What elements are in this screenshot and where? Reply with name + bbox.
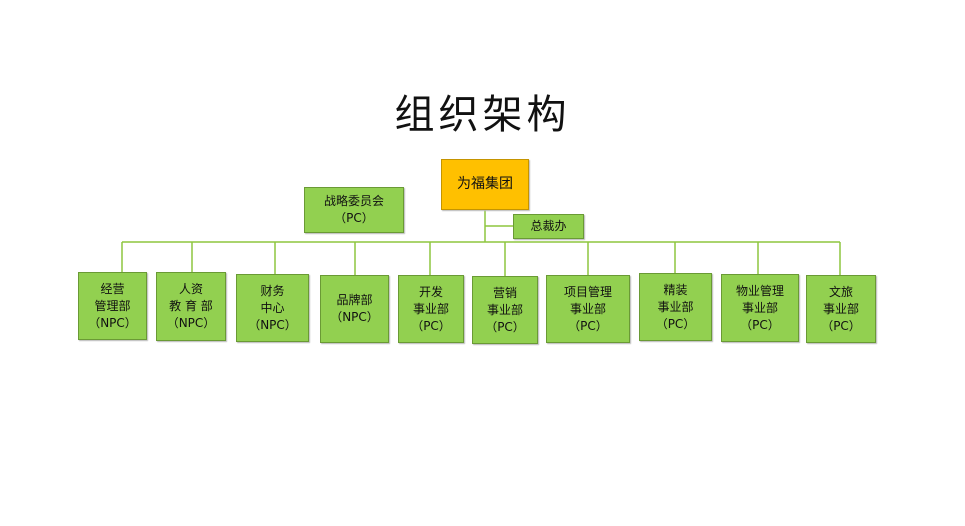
node-department[interactable]: 财务 中心 （NPC）: [236, 274, 309, 342]
node-department[interactable]: 营销 事业部 （PC）: [472, 276, 538, 344]
node-department[interactable]: 人资 教 育 部 （NPC）: [156, 272, 226, 341]
node-department[interactable]: 项目管理 事业部 （PC）: [546, 275, 630, 343]
node-department[interactable]: 经营 管理部 （NPC）: [78, 272, 147, 340]
node-department[interactable]: 品牌部 （NPC）: [320, 275, 389, 343]
node-department[interactable]: 精装 事业部 （PC）: [639, 273, 712, 341]
node-strategy-committee[interactable]: 战略委员会 （PC）: [304, 187, 404, 233]
node-department[interactable]: 文旅 事业部 （PC）: [806, 275, 876, 343]
node-department[interactable]: 物业管理 事业部 （PC）: [721, 274, 799, 342]
node-root[interactable]: 为福集团: [441, 159, 529, 210]
node-department[interactable]: 开发 事业部 （PC）: [398, 275, 464, 343]
node-president-office[interactable]: 总裁办: [513, 214, 584, 239]
chart-title: 组织架构: [394, 92, 571, 138]
